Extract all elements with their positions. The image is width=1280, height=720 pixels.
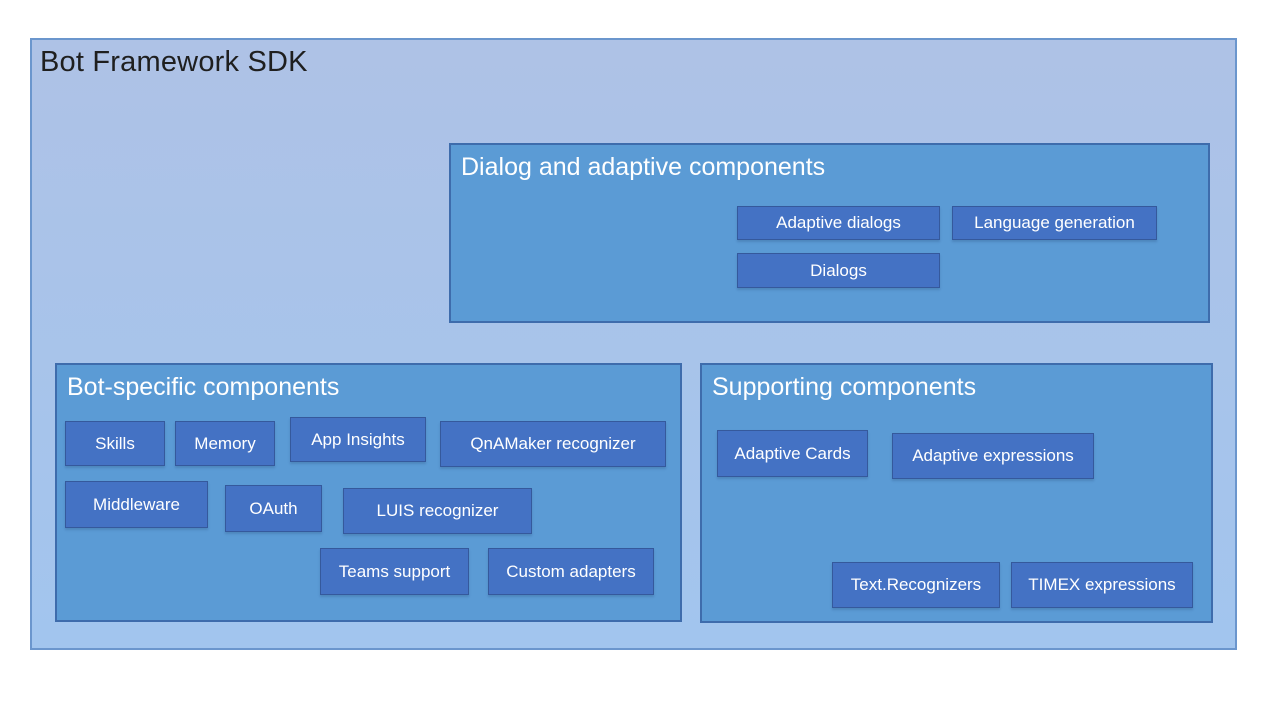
component-luis-recognizer: LUIS recognizer (343, 488, 532, 534)
component-skills: Skills (65, 421, 165, 466)
component-oauth: OAuth (225, 485, 322, 532)
component-teams-support: Teams support (320, 548, 469, 595)
component-app-insights: App Insights (290, 417, 426, 462)
component-timex-expressions: TIMEX expressions (1011, 562, 1193, 608)
section-title-supporting: Supporting components (712, 373, 977, 401)
component-adaptive-expressions: Adaptive expressions (892, 433, 1094, 479)
component-middleware: Middleware (65, 481, 208, 528)
component-dialogs: Dialogs (737, 253, 940, 288)
component-qnamaker-recognizer: QnAMaker recognizer (440, 421, 666, 467)
component-adaptive-cards: Adaptive Cards (717, 430, 868, 477)
section-title-bot-specific: Bot-specific components (67, 373, 340, 401)
component-language-generation: Language generation (952, 206, 1157, 240)
component-memory: Memory (175, 421, 275, 466)
component-custom-adapters: Custom adapters (488, 548, 654, 595)
diagram-title: Bot Framework SDK (40, 46, 308, 78)
component-adaptive-dialogs: Adaptive dialogs (737, 206, 940, 240)
component-text-recognizers: Text.Recognizers (832, 562, 1000, 608)
section-title-dialog-and-adaptive: Dialog and adaptive components (461, 153, 826, 181)
